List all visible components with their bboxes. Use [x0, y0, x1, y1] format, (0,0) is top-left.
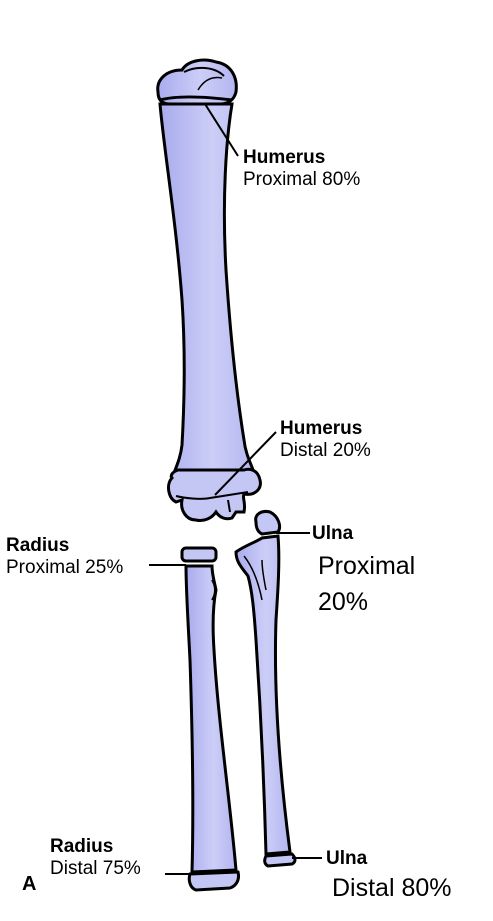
ulna-distal-percent: Distal 80%: [332, 874, 452, 902]
label-radius-proximal: Radius Proximal 25%: [6, 535, 123, 579]
ulna-shaft: [234, 534, 292, 856]
radius-distal-epiphysis: [187, 870, 240, 892]
leader-humerus-proximal: [204, 103, 239, 157]
humerus-bone: [156, 58, 262, 522]
humerus-distal-epiphysis: [167, 467, 262, 522]
ulna-distal-epiphysis: [263, 852, 297, 868]
ulna-proximal-bone-name: Ulna: [312, 523, 354, 544]
ulna-bone: [234, 510, 297, 868]
humerus-shaft: [158, 102, 258, 482]
leader-lines: [149, 103, 322, 875]
label-ulna-proximal-name: Ulna: [312, 523, 353, 545]
ulna-proximal-percent-line2: 20%: [318, 588, 369, 617]
radius-distal-bone-name: Radius: [50, 836, 114, 857]
leader-humerus-distal: [214, 431, 277, 496]
radius-proximal-percent: Proximal 25%: [6, 556, 124, 578]
ulna-proximal-percent-line1: Proximal: [318, 552, 416, 580]
radius-proximal-epiphysis: [180, 546, 218, 563]
label-radius-distal: Radius Distal 75%: [50, 836, 141, 880]
humerus-proximal-bone-name: Humerus: [243, 147, 326, 168]
ulna-distal-bone-name: Ulna: [326, 848, 368, 869]
label-ulna-distal-percent: Distal 80%: [332, 870, 452, 906]
label-humerus-distal: Humerus Distal 20%: [280, 418, 371, 462]
humerus-proximal-percent: Proximal 80%: [243, 168, 361, 190]
humerus-distal-bone-name: Humerus: [280, 418, 363, 439]
radius-distal-percent: Distal 75%: [50, 857, 141, 879]
panel-letter: A: [22, 873, 37, 895]
radius-shaft: [184, 564, 238, 874]
label-humerus-proximal: Humerus Proximal 80%: [243, 147, 360, 191]
ulna-proximal-epiphysis: [254, 510, 282, 536]
label-ulna-proximal-percent: Proximal 20%: [318, 548, 415, 621]
radius-bone: [180, 546, 240, 892]
radius-proximal-bone-name: Radius: [6, 535, 70, 556]
label-ulna-distal-name: Ulna: [326, 848, 367, 870]
humerus-distal-percent: Distal 20%: [280, 439, 371, 461]
